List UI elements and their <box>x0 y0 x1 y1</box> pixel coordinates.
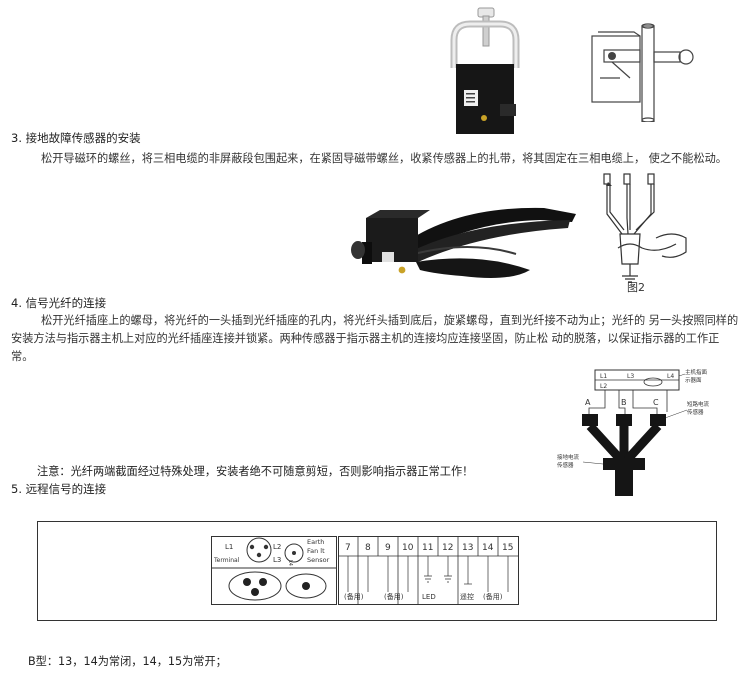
terminal-strip: 7 8 9 10 11 12 13 14 15 (备用) (备用) LED 遥控… <box>338 536 519 605</box>
terminal-number: 10 <box>402 543 414 553</box>
terminal-l3-label: L3 <box>273 556 281 564</box>
figure2-caption: 图2 <box>627 281 645 294</box>
terminal-l1-label: L1 <box>225 543 233 551</box>
figure2-sketch <box>603 173 687 283</box>
phase-label-b: B <box>621 398 627 407</box>
terminal-number: 8 <box>365 543 371 553</box>
spare-label: (备用) <box>344 592 364 601</box>
terminal-number: 14 <box>482 543 494 553</box>
terminal-number: 7 <box>345 543 351 553</box>
terminal-number: 13 <box>462 543 473 553</box>
section3-paragraph: 松开导磁环的螺丝，将三相电缆的非屏蔽段包围起来，在紧固导磁带螺丝，收紧传感器上的… <box>41 152 727 165</box>
terminal-diagram <box>37 521 717 621</box>
section4-heading: 4. 信号光纤的连接 <box>11 296 107 310</box>
phase-sensor-label: 短路电流 <box>687 400 710 408</box>
section4-paragraph: 松开光纤插座上的螺母，将光纤的一头插到光纤插座的孔内，将光纤头插到底后，旋紧螺母… <box>11 314 739 363</box>
line-label: L1 <box>600 373 607 380</box>
remote-label: 遥控 <box>460 592 474 601</box>
short-circuit-sensor-photo <box>351 207 576 278</box>
fiber-warning-note: 注意：光纤两端截面经过特殊处理，安装者绝不可随意剪短，否则影响指示器正常工作！ <box>37 465 474 478</box>
installation-diagram: L1 L3 L2 L4 主机指面 示器面 A B C 短路电流 传感器 接地电流… <box>557 368 710 496</box>
earth-label: Earth <box>307 538 324 546</box>
line-label: L2 <box>600 383 607 390</box>
line-label: L4 <box>667 373 674 380</box>
section3-heading: 3. 接地故障传感器的安装 <box>11 131 141 145</box>
fault-label: Fan lt <box>307 547 325 555</box>
phase-label-c: C <box>653 398 659 407</box>
phase-sensor-label: 传感器 <box>687 408 704 416</box>
sensor-l4-label: L4 <box>287 560 293 566</box>
phase-label-a: A <box>585 398 591 407</box>
terminal-number: 9 <box>385 543 391 553</box>
connector-box: L1 L2 L3 Terminal L4 Earth Fan lt Sensor <box>211 536 337 605</box>
sensor-label: Sensor <box>307 556 330 564</box>
terminal-label: Terminal <box>213 557 240 564</box>
terminal-number: 11 <box>422 543 433 553</box>
clamp-sketch <box>591 23 694 122</box>
spare-label: (备用) <box>384 592 404 601</box>
line-label: L3 <box>627 373 634 380</box>
indicator-label: 主机指面 <box>685 368 708 376</box>
ground-fault-sensor-photo <box>450 7 520 134</box>
ground-sensor-label: 接地电流 <box>557 453 580 461</box>
indicator-label: 示器面 <box>685 377 702 384</box>
btype-note: B型：13，14为常闭，14，15为常开； <box>28 655 227 668</box>
terminal-number: 12 <box>442 543 453 553</box>
terminal-l2-label: L2 <box>273 543 281 551</box>
terminal-number: 15 <box>502 543 513 553</box>
led-label: LED <box>422 593 436 601</box>
ground-sensor-label: 传感器 <box>557 461 574 469</box>
spare-label: (备用) <box>483 592 503 601</box>
section5-heading: 5. 远程信号的连接 <box>11 482 107 496</box>
